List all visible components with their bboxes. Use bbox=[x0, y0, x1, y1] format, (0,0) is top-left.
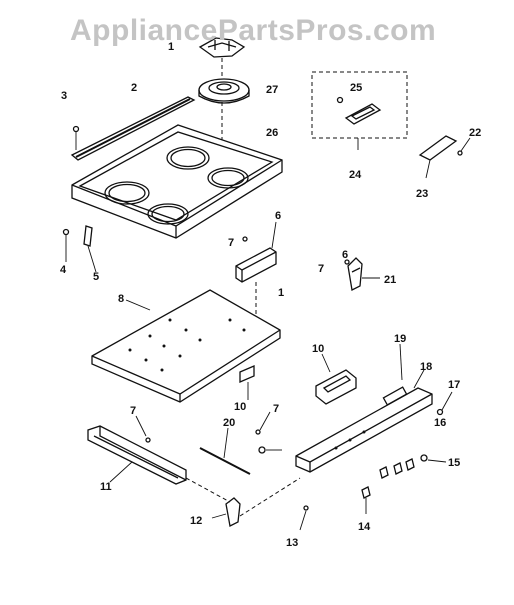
callout-15a: 15 bbox=[448, 457, 460, 469]
callout-24: 24 bbox=[349, 169, 362, 181]
callout-27: 27 bbox=[266, 84, 278, 96]
trim-strip bbox=[70, 96, 196, 161]
callout-1-knob: 1 bbox=[168, 41, 174, 53]
hinge-bracket bbox=[235, 247, 277, 283]
callout-14: 14 bbox=[358, 521, 371, 533]
callout-7b: 7 bbox=[318, 263, 324, 275]
callout-8: 8 bbox=[118, 293, 124, 305]
callout-7a: 7 bbox=[228, 237, 234, 249]
callout-7d: 7 bbox=[273, 403, 279, 415]
callout-22: 22 bbox=[469, 127, 481, 139]
callout-6b: 6 bbox=[342, 249, 348, 261]
clip bbox=[347, 257, 363, 291]
switch-plate bbox=[418, 135, 458, 161]
clip-12 bbox=[225, 497, 241, 527]
control-knobs bbox=[361, 458, 415, 499]
callout-23: 23 bbox=[416, 188, 428, 200]
callout-6a: 6 bbox=[275, 210, 281, 222]
callout-17: 17 bbox=[448, 379, 460, 391]
callout-1b: 1 bbox=[278, 287, 284, 299]
surface-knob bbox=[198, 37, 246, 58]
callout-13: 13 bbox=[286, 537, 298, 549]
callout-16: 16 bbox=[434, 417, 446, 429]
callout-3: 3 bbox=[61, 90, 67, 102]
callout-10: 10 bbox=[312, 343, 324, 355]
callout-19: 19 bbox=[394, 333, 406, 345]
callout-7c: 7 bbox=[130, 405, 136, 417]
inset-box bbox=[311, 71, 408, 139]
callout-18: 18 bbox=[420, 361, 432, 373]
callout-26: 26 bbox=[266, 127, 278, 139]
callout-4: 4 bbox=[60, 264, 67, 276]
callout-2: 2 bbox=[131, 82, 137, 94]
callout-12: 12 bbox=[190, 515, 202, 527]
bottom-channel bbox=[87, 425, 187, 485]
callout-11: 11 bbox=[100, 481, 112, 493]
main-top-panel bbox=[91, 289, 281, 403]
watermark: AppliancePartsPros.com bbox=[70, 14, 437, 47]
cooktop bbox=[71, 124, 283, 239]
control-panel bbox=[295, 386, 433, 473]
callout-21: 21 bbox=[384, 274, 396, 286]
burner-cup bbox=[198, 78, 250, 104]
callout-25a: 25 bbox=[350, 82, 362, 94]
callout-10b: 10 bbox=[234, 401, 246, 413]
callout-20: 20 bbox=[223, 417, 235, 429]
bracket-19 bbox=[315, 369, 357, 405]
callout-5: 5 bbox=[93, 271, 99, 283]
